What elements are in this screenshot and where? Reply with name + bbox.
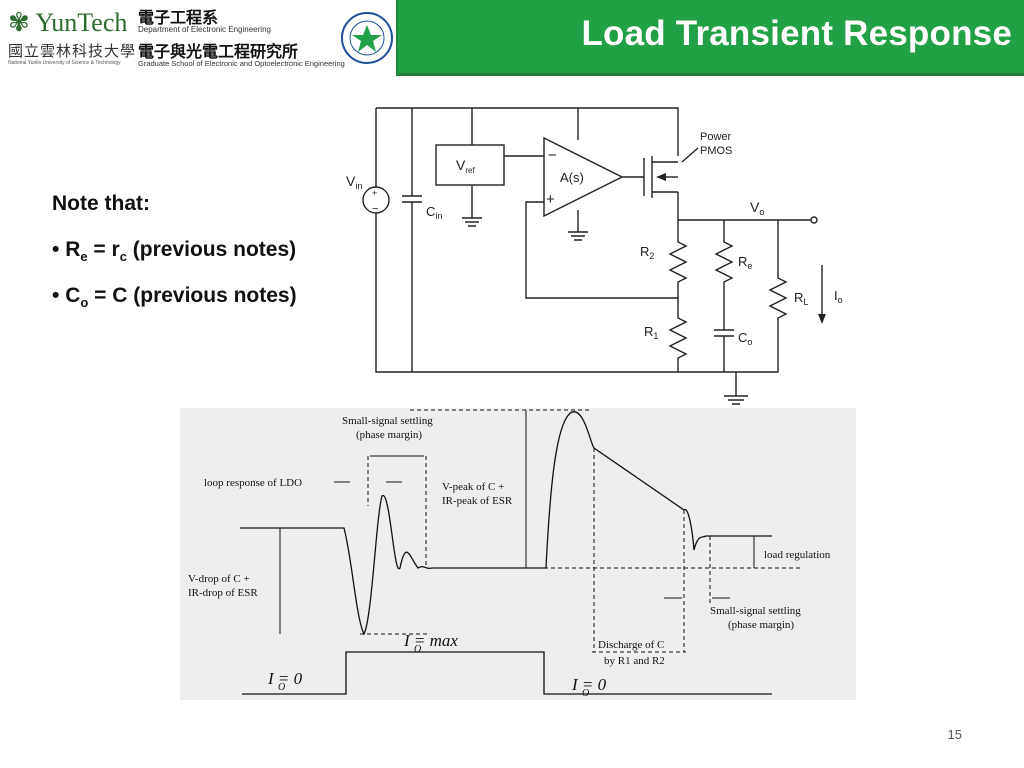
label-load-regulation: load regulation [764, 549, 831, 561]
label-re: Re [738, 254, 752, 271]
note-bullet-re-rc: • Re = rc (previous notes) [52, 238, 297, 265]
graduate-school-en: Graduate School of Electronic and Optoel… [138, 59, 345, 68]
label-io: Io [834, 288, 843, 305]
logo-area: ✾ YunTech 國立雲林科技大學 National Yunlin Unive… [0, 0, 398, 76]
label-opamp-minus: − [548, 147, 557, 164]
notes-heading: Note that: [52, 192, 150, 215]
re-co-branch [714, 220, 734, 372]
label-r2: R2 [640, 244, 654, 261]
cin-capacitor [402, 108, 422, 372]
r1-r2-resistors [668, 220, 688, 372]
note-bullet-co-c: • Co = C (previous notes) [52, 284, 297, 311]
label-co: Co [738, 330, 752, 347]
svg-text:O: O [582, 688, 589, 699]
label-pmos: PMOS [700, 145, 732, 157]
svg-text:O: O [414, 644, 421, 655]
brand-name: YunTech [35, 8, 128, 37]
department-seal-icon [341, 12, 393, 64]
slide-title: Load Transient Response [581, 14, 1012, 53]
waveform-background [180, 408, 856, 700]
feedback-wire [525, 201, 678, 299]
notes-block: Note that: • Re = rc (previous notes) • … [52, 192, 297, 330]
label-vin: Vin [346, 173, 362, 191]
rl-resistor [736, 220, 788, 373]
ldo-circuit-diagram: + − Vin Cin Vref − + A(s) Power PMOS Vo … [346, 107, 843, 405]
ground-icon [724, 372, 748, 405]
label-vdrop-1: V-drop of C + [188, 573, 250, 585]
department-name-cn: 電子工程系 [138, 10, 219, 27]
load-transient-waveform: Small-signal settling (phase margin) loo… [188, 409, 831, 699]
university-name-cn: 國立雲林科技大學 [8, 44, 137, 60]
title-bar: Load Transient Response [398, 0, 1024, 76]
label-vo: Vo [750, 199, 764, 217]
slide-header: ✾ YunTech 國立雲林科技大學 National Yunlin Unive… [0, 0, 1024, 76]
page-number: 15 [947, 727, 962, 742]
label-power: Power [700, 131, 732, 143]
power-pmos-icon [622, 156, 679, 220]
label-io-zero-1: I = 0 [267, 669, 303, 688]
output-voltage-trace [240, 411, 772, 636]
label-opamp-plus: + [546, 191, 555, 208]
department-name-en: Department of Electronic Engineering [138, 25, 271, 34]
label-cin: Cin [426, 204, 442, 221]
svg-text:+: + [372, 188, 377, 198]
circuit-wire-top [448, 107, 679, 156]
label-small-signal-2b: (phase margin) [728, 619, 794, 631]
label-small-signal-1a: Small-signal settling [342, 415, 433, 427]
graduate-school-cn: 電子與光電工程研究所 [138, 44, 299, 61]
label-vpeak-1: V-peak of C + [442, 481, 504, 493]
label-amp: A(s) [560, 170, 584, 185]
vref-block [435, 144, 505, 186]
yuntech-logo: ✾ YunTech [8, 8, 127, 38]
label-rl: RL [794, 290, 808, 307]
label-loop-response: loop response of LDO [204, 477, 302, 489]
vo-terminal [810, 216, 818, 224]
label-io-max: I = max [403, 631, 458, 650]
university-name-en: National Yunlin University of Science & … [8, 60, 121, 66]
label-discharge-2: by R1 and R2 [604, 655, 665, 667]
load-current-trace [242, 651, 772, 695]
vin-source-icon [362, 186, 390, 214]
svg-text:−: − [372, 203, 378, 215]
flower-icon: ✾ [8, 8, 30, 37]
label-small-signal-2a: Small-signal settling [710, 605, 801, 617]
label-vref: Vref [456, 157, 475, 175]
opamp-triangle [543, 136, 624, 218]
label-r1: R1 [644, 324, 658, 341]
label-small-signal-1b: (phase margin) [356, 429, 422, 441]
label-discharge-1: Discharge of C [598, 639, 664, 651]
svg-text:O: O [278, 682, 285, 693]
label-vdrop-2: IR-drop of ESR [188, 587, 258, 599]
label-vpeak-2: IR-peak of ESR [442, 495, 513, 507]
label-io-zero-2: I = 0 [571, 675, 607, 694]
